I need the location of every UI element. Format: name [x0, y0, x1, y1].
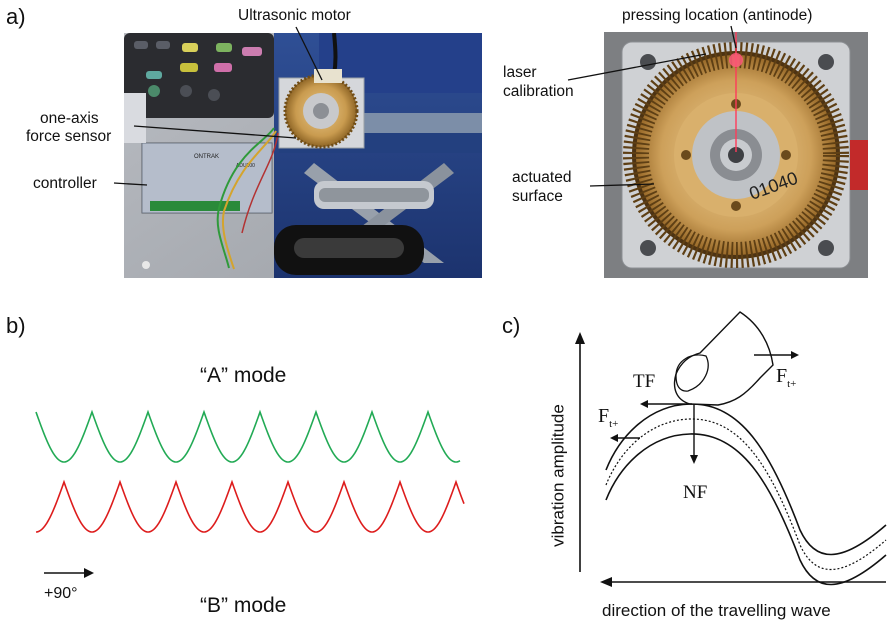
laser-calibration-label-line1: laser: [503, 64, 537, 81]
controller-brand-text: ONTRAK: [194, 154, 219, 160]
ft-right-label: Ft+: [776, 365, 796, 390]
pressing-location-label: pressing location (antinode): [622, 7, 813, 24]
force-sensor-label-line1: one-axis: [40, 110, 99, 127]
mode-a-label: “A” mode: [200, 364, 287, 387]
ft-left-arrow-head: [610, 434, 618, 442]
y-axis-arrow: [575, 332, 585, 344]
phase-shift-label: +90°: [44, 585, 78, 602]
phase-arrow-head: [84, 568, 94, 578]
tf-arrow-head: [640, 400, 648, 408]
wave-upper-curve: [605, 403, 887, 556]
ft-left-label: Ft+: [598, 405, 618, 430]
nf-arrow-head: [690, 455, 698, 464]
y-axis-label: vibration amplitude: [548, 404, 568, 547]
x-axis-arrow: [600, 577, 612, 587]
actuated-surface-label-line1: actuated: [512, 169, 572, 186]
panel-label-b: b): [6, 313, 26, 338]
ft-left-main: F: [598, 405, 610, 427]
fingernail-outline: [675, 354, 709, 392]
ft-right-sub: t+: [787, 378, 797, 390]
actuated-surface-label-line2: surface: [512, 188, 563, 205]
controller-label: controller: [33, 175, 97, 192]
wave-mid-curve: [605, 418, 887, 571]
ft-right-arrow-head: [791, 351, 799, 359]
force-sensor-label-line2: force sensor: [26, 128, 112, 145]
x-axis-label: direction of the travelling wave: [602, 601, 831, 620]
wave-lower-curve: [605, 433, 887, 586]
panel-label-c: c): [502, 313, 521, 338]
ft-left-sub: t+: [609, 418, 619, 430]
panel-label-a: a): [6, 4, 26, 29]
ft-right-main: F: [776, 365, 788, 387]
mode-a-wave: [35, 409, 461, 463]
controller-model-text: ADU100: [236, 163, 255, 169]
laser-calibration-label-line2: calibration: [503, 83, 574, 100]
ultrasonic-motor-label: Ultrasonic motor: [238, 7, 351, 24]
mode-b-label: “B” mode: [200, 594, 287, 617]
finger-outline: [673, 311, 774, 406]
nf-label: NF: [683, 482, 708, 503]
mode-b-wave: [35, 479, 465, 533]
tf-label: TF: [633, 371, 656, 392]
